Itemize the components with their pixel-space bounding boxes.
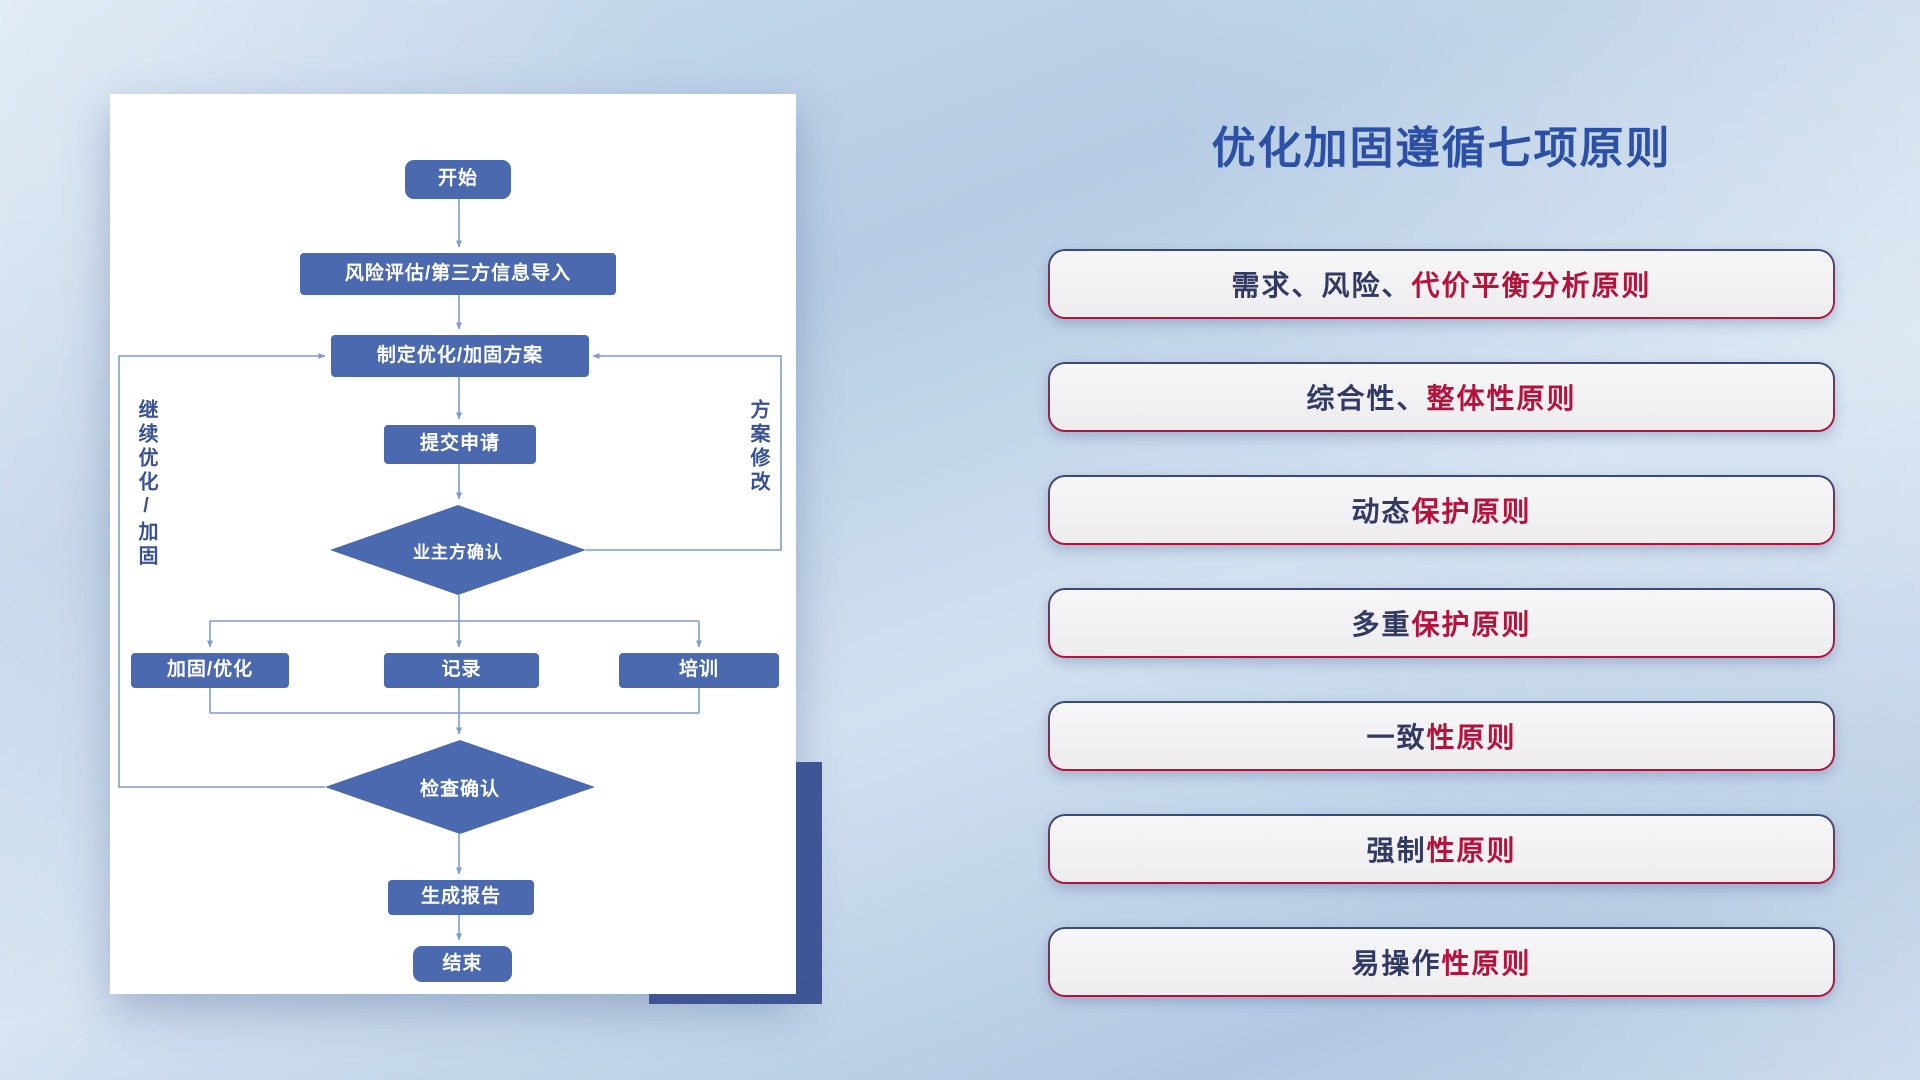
flow-node-training: 培训 [619,653,779,688]
principle-text-suffix: 性原则 [1426,835,1517,866]
page-title: 优化加固遵循七项原则 [1211,124,1672,173]
flow-loop-label-plan-revision: 方案修改 [747,399,769,495]
flow-node-submit-request: 提交申请 [384,425,536,464]
principle-item-5: 一致性原则 [1048,701,1835,771]
principle-item-3: 动态保护原则 [1048,475,1835,545]
flowchart-card: 开始 风险评估/第三方信息导入 制定优化/加固方案 提交申请 业主方确认 加固/… [110,94,796,994]
principle-text-suffix: 整体性原则 [1426,383,1577,414]
flow-node-risk-assessment: 风险评估/第三方信息导入 [300,253,616,295]
flow-connectors [118,199,782,941]
principle-text-suffix: 性原则 [1426,722,1517,753]
flow-node-record: 记录 [384,653,539,688]
principle-text-prefix: 强制 [1366,835,1427,866]
principle-item-4: 多重保护原则 [1048,588,1835,658]
flow-node-start: 开始 [405,160,511,199]
principle-item-1: 需求、风险、代价平衡分析原则 [1048,249,1835,319]
principle-text-suffix: 代价平衡分析原则 [1411,270,1652,301]
principles-list: 需求、风险、代价平衡分析原则 综合性、整体性原则 动态保护原则 多重保护原则 一… [1048,249,1835,997]
flow-node-end: 结束 [413,946,512,982]
principle-text-suffix: 保护原则 [1411,609,1532,640]
flow-loop-label-continue-optimize: 继续优化/加固 [135,399,157,569]
flow-node-make-plan: 制定优化/加固方案 [331,335,589,377]
principle-text-prefix: 动态 [1351,496,1412,527]
principle-text-prefix: 多重 [1351,609,1412,640]
principle-text-prefix: 一致 [1366,722,1427,753]
principle-text-prefix: 需求、风险、 [1231,270,1412,301]
principle-item-6: 强制性原则 [1048,814,1835,884]
principle-text-suffix: 性原则 [1441,948,1532,979]
principle-text-prefix: 易操作 [1351,948,1442,979]
principle-item-7: 易操作性原则 [1048,927,1835,997]
principle-text-suffix: 保护原则 [1411,496,1532,527]
flow-node-generate-report: 生成报告 [388,880,534,915]
flow-node-reinforce-optimize: 加固/优化 [131,653,289,688]
principle-item-2: 综合性、整体性原则 [1048,362,1835,432]
principle-text-prefix: 综合性、 [1306,383,1427,414]
